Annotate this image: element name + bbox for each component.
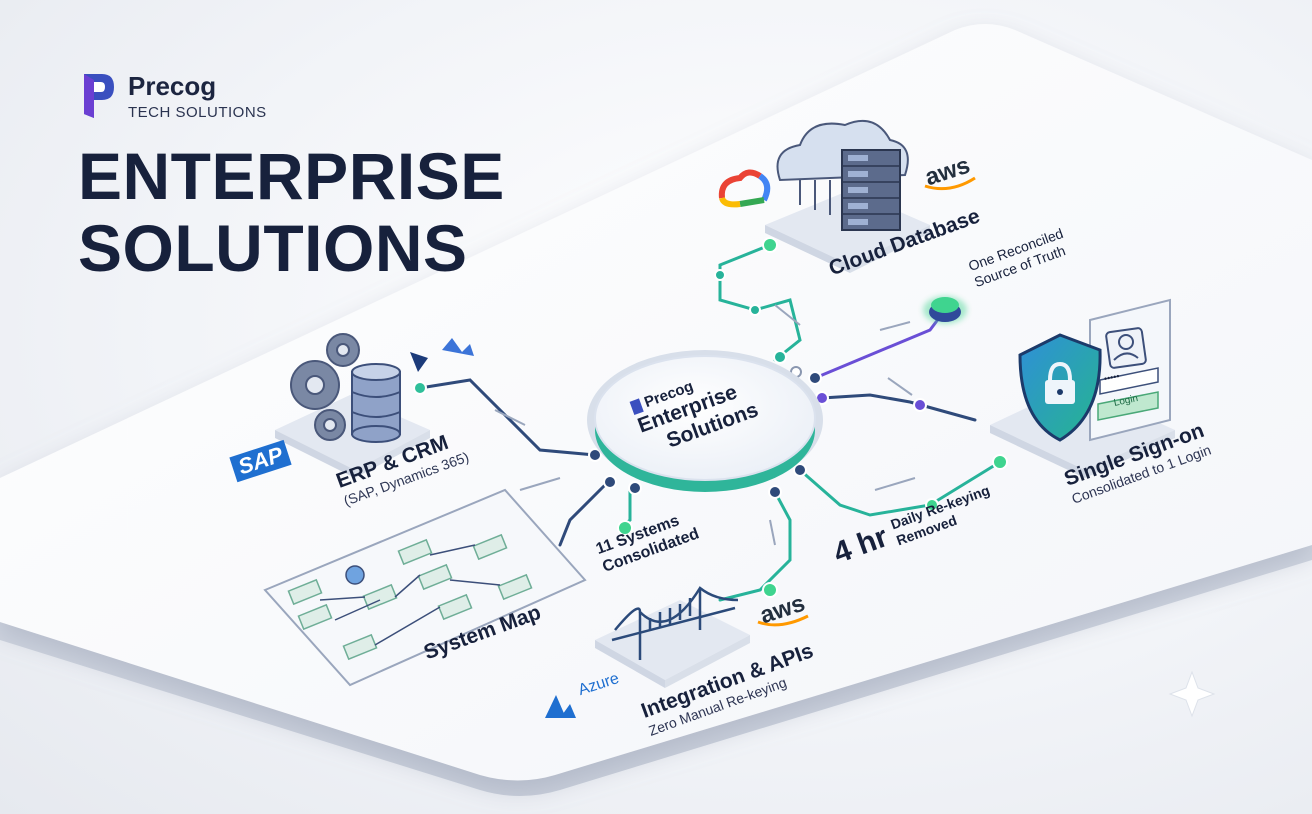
page-title: ENTERPRISE SOLUTIONS bbox=[78, 140, 505, 284]
cloud-block bbox=[765, 120, 930, 273]
node-dot bbox=[913, 398, 927, 412]
shield-lock-icon bbox=[1018, 333, 1102, 442]
node-dot bbox=[773, 350, 787, 364]
connector-rekeying bbox=[798, 460, 1002, 517]
connector-sso bbox=[820, 393, 977, 422]
password-field bbox=[1099, 367, 1159, 395]
erp-block bbox=[275, 333, 430, 478]
node-dot bbox=[808, 371, 822, 385]
title-line-2: SOLUTIONS bbox=[78, 211, 468, 285]
title-line-1: ENTERPRISE bbox=[78, 139, 505, 213]
node-dot bbox=[992, 454, 1008, 470]
azure-icon bbox=[545, 695, 576, 718]
flow-arrow bbox=[519, 477, 561, 491]
user-avatar-icon bbox=[1105, 327, 1147, 369]
node-dot bbox=[617, 520, 633, 536]
flow-arrow bbox=[769, 519, 776, 546]
database-icon bbox=[351, 363, 401, 443]
flow-arrow bbox=[887, 377, 913, 396]
connector-integration bbox=[718, 490, 792, 602]
flow-arrow bbox=[494, 409, 526, 426]
server-icon bbox=[841, 149, 901, 231]
aws-smile-top bbox=[924, 176, 976, 191]
flow-arrow bbox=[879, 321, 911, 331]
node-dot bbox=[628, 481, 642, 495]
hub-disc bbox=[587, 350, 823, 492]
sso-block bbox=[990, 298, 1175, 478]
dynamics-icon bbox=[410, 338, 474, 372]
node-dot bbox=[603, 475, 617, 489]
precog-logo-icon bbox=[84, 74, 114, 118]
google-cloud-icon bbox=[718, 169, 771, 208]
flow-arrow bbox=[874, 477, 916, 491]
brand-header: Precog TECH SOLUTIONS bbox=[80, 70, 267, 122]
sparkle-icon bbox=[1168, 670, 1216, 718]
node-dot bbox=[762, 237, 778, 253]
system-map-panel bbox=[263, 488, 587, 687]
bridge-icon bbox=[611, 586, 739, 660]
node-dot bbox=[749, 304, 761, 316]
login-button-shape bbox=[1097, 391, 1159, 421]
node-dot bbox=[762, 582, 778, 598]
node-dot bbox=[768, 485, 782, 499]
aws-smile-bottom bbox=[757, 614, 809, 627]
node-dot bbox=[925, 498, 939, 512]
brand-name: Precog bbox=[128, 70, 217, 101]
node-dot bbox=[588, 448, 602, 462]
integration-block bbox=[595, 586, 750, 688]
brand-subtitle: TECH SOLUTIONS bbox=[128, 103, 267, 121]
globe-icon bbox=[345, 565, 365, 585]
connector-systemmap bbox=[558, 478, 612, 547]
node-dot bbox=[714, 269, 726, 281]
node-dot bbox=[793, 463, 807, 477]
gear-icon bbox=[290, 333, 360, 441]
node-dot bbox=[413, 381, 427, 395]
flow-arrow bbox=[774, 304, 801, 326]
truth-button-icon bbox=[923, 296, 967, 324]
